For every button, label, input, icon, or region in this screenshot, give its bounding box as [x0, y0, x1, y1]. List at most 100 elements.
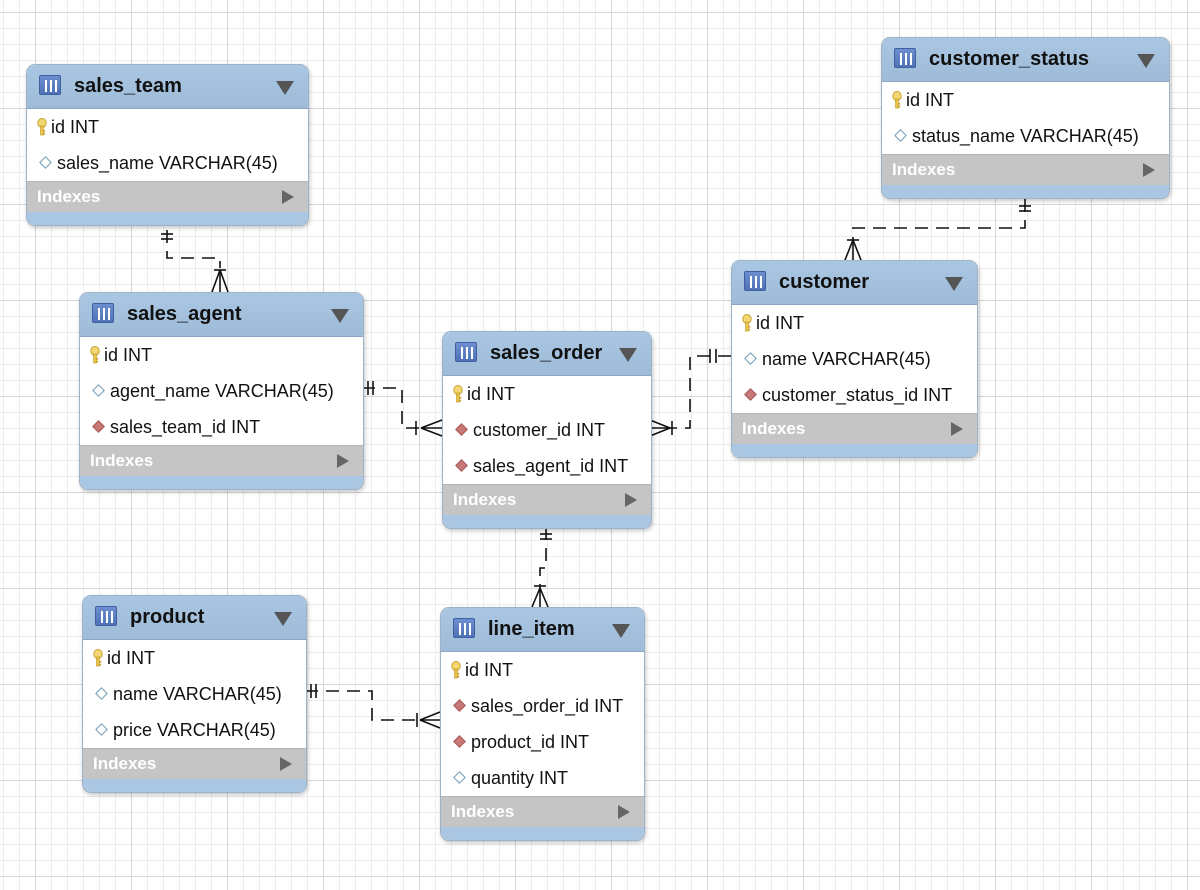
column-row[interactable]: id INT: [443, 376, 651, 412]
primary-key-icon: [453, 385, 463, 403]
column-row[interactable]: quantity INT: [441, 760, 644, 796]
expand-arrow-icon[interactable]: [280, 757, 292, 771]
indexes-bar[interactable]: Indexes: [83, 748, 306, 779]
column-label: sales_name VARCHAR(45): [57, 153, 278, 173]
crowfoot-mark: [419, 711, 441, 721]
collapse-triangle-icon[interactable]: [276, 81, 294, 95]
relationship-line-customer-sales-order: [670, 355, 731, 429]
column-label: id INT: [906, 90, 955, 110]
table-header[interactable]: sales_agent: [80, 293, 363, 337]
indexes-bar[interactable]: Indexes: [80, 445, 363, 476]
column-row[interactable]: customer_id INT: [443, 412, 651, 448]
table-name: sales_team: [74, 75, 182, 97]
collapse-triangle-icon[interactable]: [1137, 54, 1155, 68]
column-row[interactable]: sales_agent_id INT: [443, 448, 651, 484]
table-header[interactable]: line_item: [441, 608, 644, 652]
crowfoot-mark: [420, 419, 443, 429]
column-row[interactable]: status_name VARCHAR(45): [882, 118, 1169, 154]
column-label: sales_team_id INT: [110, 417, 261, 437]
column-diamond-icon: [744, 352, 757, 366]
table-name: sales_order: [490, 342, 603, 364]
column-label: id INT: [104, 345, 153, 365]
collapse-triangle-icon[interactable]: [612, 624, 630, 638]
crowfoot-mark: [420, 427, 443, 437]
column-row[interactable]: product_id INT: [441, 724, 644, 760]
column-label: customer_id INT: [473, 420, 606, 440]
table-footer: [83, 779, 306, 792]
collapse-triangle-icon[interactable]: [331, 309, 349, 323]
crowfoot-mark: [852, 239, 862, 261]
column-row[interactable]: customer_status_id INT: [732, 377, 977, 413]
table-product[interactable]: product id INT name VARCHAR(45) price VARCH…: [82, 595, 307, 793]
expand-arrow-icon[interactable]: [282, 190, 294, 204]
table-customer[interactable]: customer id INT name VARCHAR(45) customer_s…: [731, 260, 978, 458]
column-row[interactable]: id INT: [27, 109, 308, 145]
indexes-bar[interactable]: Indexes: [441, 796, 644, 827]
collapse-triangle-icon[interactable]: [274, 612, 292, 626]
table-name: customer_status: [929, 48, 1090, 70]
indexes-bar[interactable]: Indexes: [732, 413, 977, 444]
expand-arrow-icon[interactable]: [1143, 163, 1155, 177]
table-header[interactable]: sales_order: [443, 332, 651, 376]
column-row[interactable]: id INT: [83, 640, 306, 676]
indexes-label: Indexes: [892, 160, 956, 179]
crowfoot-mark: [649, 419, 671, 429]
indexes-label: Indexes: [451, 802, 515, 821]
column-label: name VARCHAR(45): [113, 684, 282, 704]
table-header[interactable]: customer_status: [882, 38, 1169, 82]
column-row[interactable]: id INT: [882, 82, 1169, 118]
expand-arrow-icon[interactable]: [625, 493, 637, 507]
indexes-bar[interactable]: Indexes: [27, 181, 308, 212]
indexes-bar[interactable]: Indexes: [443, 484, 651, 515]
foreign-key-diamond-icon: [744, 388, 757, 402]
table-header[interactable]: customer: [732, 261, 977, 305]
collapse-triangle-icon[interactable]: [945, 277, 963, 291]
crowfoot-mark: [419, 719, 441, 729]
crowfoot-mark: [219, 269, 229, 293]
table-header[interactable]: product: [83, 596, 306, 640]
table-icon: [894, 48, 916, 68]
table-icon: [455, 342, 477, 362]
column-row[interactable]: sales_name VARCHAR(45): [27, 145, 308, 181]
indexes-bar[interactable]: Indexes: [882, 154, 1169, 185]
column-label: quantity INT: [471, 768, 569, 788]
collapse-triangle-icon[interactable]: [619, 348, 637, 362]
foreign-key-diamond-icon: [453, 735, 466, 749]
table-icon: [39, 75, 61, 95]
relationship-line-sales-team-sales-agent: [166, 230, 221, 268]
expand-arrow-icon[interactable]: [951, 422, 963, 436]
column-row[interactable]: name VARCHAR(45): [732, 341, 977, 377]
column-row[interactable]: agent_name VARCHAR(45): [80, 373, 363, 409]
table-icon: [95, 606, 117, 626]
column-diamond-icon: [95, 687, 108, 701]
table-header[interactable]: sales_team: [27, 65, 308, 109]
crowfoot-mark: [211, 269, 221, 293]
column-row[interactable]: sales_team_id INT: [80, 409, 363, 445]
column-diamond-icon: [453, 771, 466, 785]
foreign-key-diamond-icon: [92, 420, 105, 434]
table-name: customer: [779, 271, 870, 293]
column-label: id INT: [107, 648, 156, 668]
column-row[interactable]: price VARCHAR(45): [83, 712, 306, 748]
column-row[interactable]: name VARCHAR(45): [83, 676, 306, 712]
column-row[interactable]: id INT: [80, 337, 363, 373]
crowfoot-mark: [649, 427, 671, 437]
column-row[interactable]: sales_order_id INT: [441, 688, 644, 724]
column-row[interactable]: id INT: [732, 305, 977, 341]
table-name: sales_agent: [127, 303, 242, 325]
indexes-label: Indexes: [742, 419, 806, 438]
column-row[interactable]: id INT: [441, 652, 644, 688]
column-label: product_id INT: [471, 732, 590, 752]
column-label: name VARCHAR(45): [762, 349, 931, 369]
primary-key-icon: [93, 649, 103, 667]
expand-arrow-icon[interactable]: [618, 805, 630, 819]
expand-arrow-icon[interactable]: [337, 454, 349, 468]
indexes-label: Indexes: [453, 490, 517, 509]
column-diamond-icon: [894, 129, 907, 143]
